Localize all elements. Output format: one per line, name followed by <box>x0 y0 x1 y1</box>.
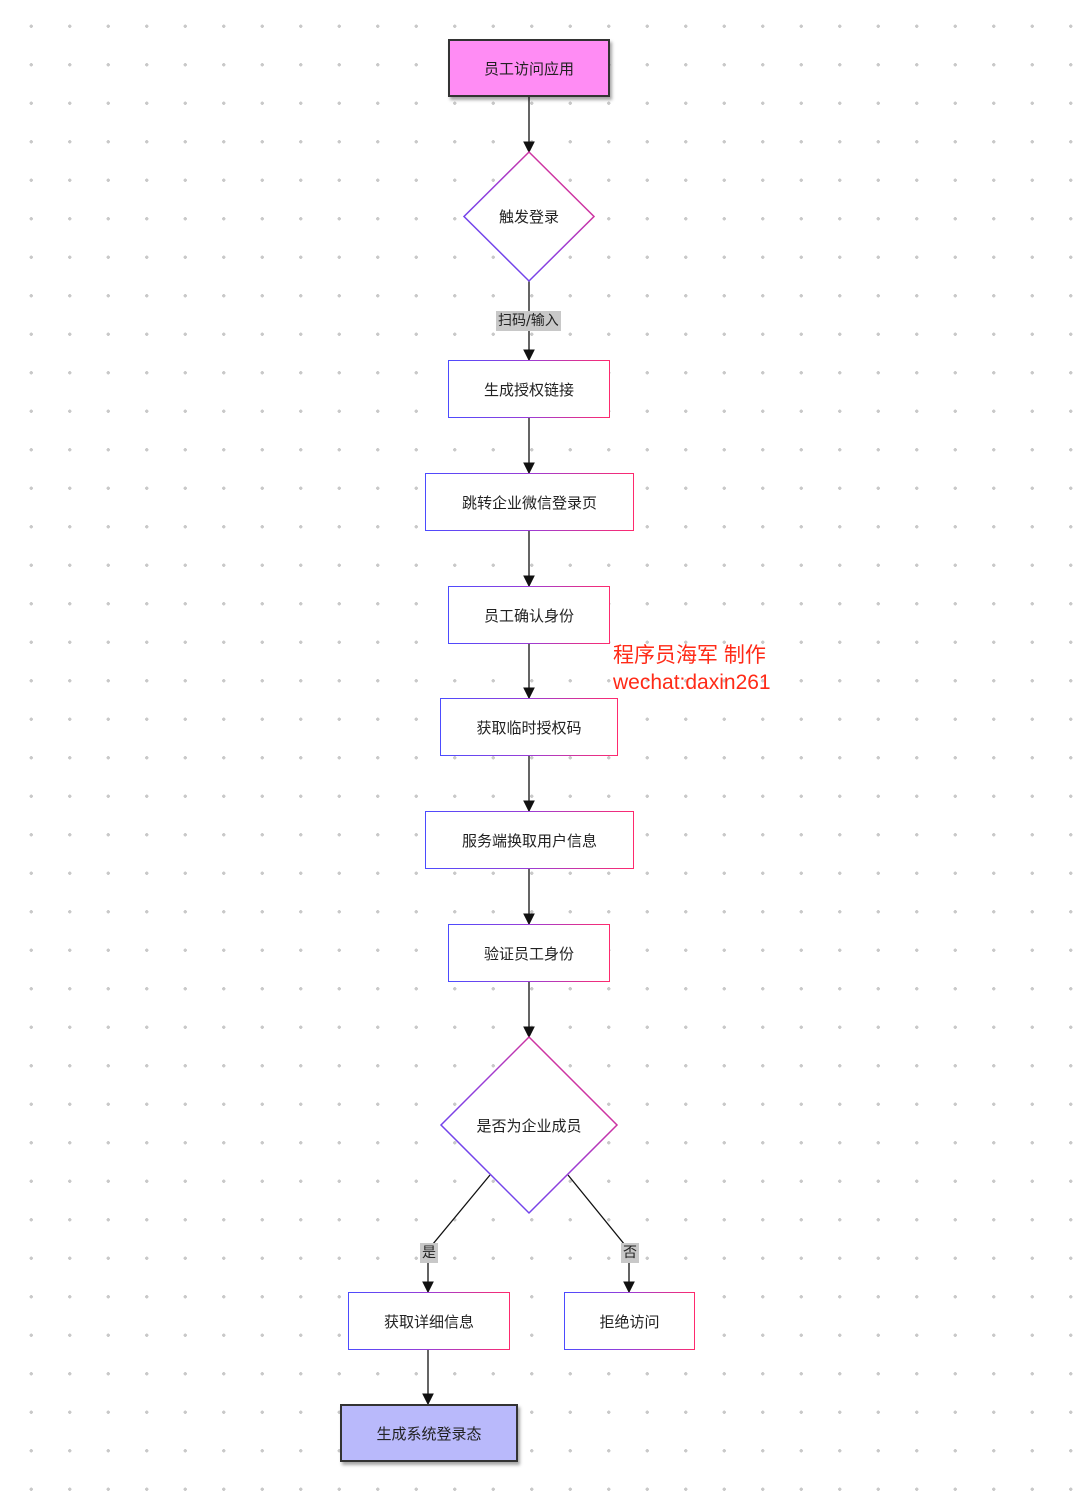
get-details-label: 获取详细信息 <box>383 1312 474 1331</box>
verify-identity-node: 验证员工身份 <box>448 924 610 982</box>
watermark-wechat: wechat:daxin261 <box>613 671 771 694</box>
redirect-login-label: 跳转企业微信登录页 <box>461 493 597 512</box>
get-details-node: 获取详细信息 <box>348 1292 510 1350</box>
deny-access-label: 拒绝访问 <box>599 1312 660 1331</box>
exchange-userinfo-label: 服务端换取用户信息 <box>461 831 597 850</box>
trigger-login-label: 触发登录 <box>498 207 559 226</box>
confirm-identity-node: 员工确认身份 <box>448 586 610 644</box>
gen-session-label: 生成系统登录态 <box>376 1424 482 1443</box>
watermark-author: 程序员海军 制作 <box>613 644 766 667</box>
get-temp-code-label: 获取临时授权码 <box>476 718 582 737</box>
verify-identity-label: 验证员工身份 <box>483 944 574 963</box>
edge-label-scan-input: 扫码/输入 <box>496 311 561 331</box>
watermark: 程序员海军 制作 wechat:daxin261 <box>613 642 771 696</box>
is-member-diamond <box>439 1035 619 1215</box>
gen-auth-link-node: 生成授权链接 <box>448 360 610 418</box>
employee-access-node: 员工访问应用 <box>448 39 610 97</box>
edge-label-no: 否 <box>621 1243 639 1263</box>
exchange-userinfo-node: 服务端换取用户信息 <box>425 811 634 869</box>
gen-session-node: 生成系统登录态 <box>340 1404 518 1462</box>
edge-member-to-details <box>422 1174 491 1294</box>
confirm-identity-label: 员工确认身份 <box>483 606 574 625</box>
redirect-login-node: 跳转企业微信登录页 <box>425 473 634 531</box>
edge-member-to-deny <box>567 1174 635 1294</box>
is-member-label: 是否为企业成员 <box>476 1116 582 1135</box>
edge-label-yes: 是 <box>420 1243 438 1263</box>
deny-access-node: 拒绝访问 <box>564 1292 695 1350</box>
trigger-login-diamond <box>462 150 596 283</box>
get-temp-code-node: 获取临时授权码 <box>440 698 618 756</box>
gen-auth-link-label: 生成授权链接 <box>483 380 574 399</box>
employee-access-label: 员工访问应用 <box>483 59 574 78</box>
